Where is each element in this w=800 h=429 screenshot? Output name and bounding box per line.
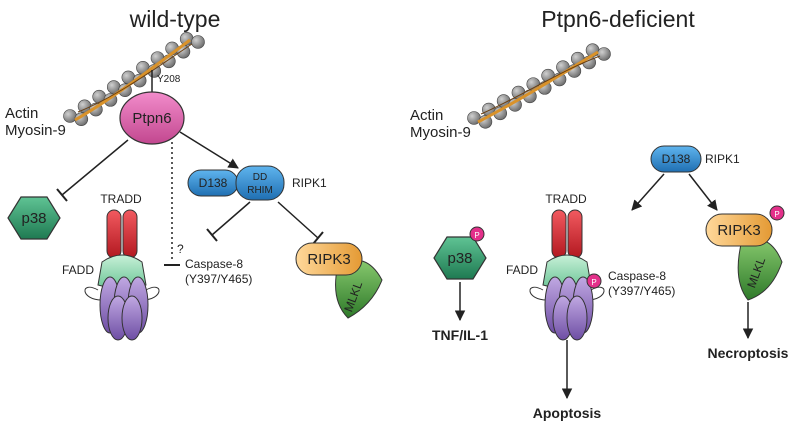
ripk3-inhibit-bar	[312, 231, 324, 245]
ptpn6-node	[119, 91, 185, 145]
ptpn6-inhibits-p38	[61, 139, 129, 196]
left-caspase8-sites: (Y397/Y465)	[185, 272, 252, 286]
left-tradd-b	[122, 209, 138, 259]
left-dd-label: DD	[253, 172, 267, 183]
left-disc-complex: TRADD FADD	[62, 192, 160, 341]
right-d138-node	[650, 145, 702, 173]
right-fadd-label: FADD	[506, 263, 538, 277]
actin-bead	[597, 47, 611, 61]
left-caspase8-label: Caspase-8	[185, 257, 243, 271]
right-ripk3-node	[705, 213, 773, 247]
left-dd-rhim-node	[235, 165, 285, 201]
right-p38-phospho	[469, 226, 485, 242]
left-rhim-label: RHIM	[247, 185, 273, 196]
right-caspase8-sites: (Y397/Y465)	[608, 284, 675, 298]
left-myosin-label: Myosin-9	[5, 122, 66, 139]
right-p38-phospho-label: P	[474, 231, 479, 240]
question-mark: ?	[177, 242, 184, 256]
left-actin-label: Actin	[5, 105, 38, 122]
left-casp-sub-5	[121, 295, 143, 341]
right-title: Ptpn6-deficient	[541, 6, 695, 32]
necroptosis-label: Necroptosis	[708, 345, 789, 361]
actin-bead	[191, 35, 205, 49]
ripk1-to-caspase-arrow	[631, 173, 665, 211]
ripk1-inhibit-ripk3	[277, 201, 319, 239]
right-disc-loop-l	[529, 286, 548, 301]
left-ripk3-label: RIPK3	[307, 251, 350, 268]
right-tradd-a	[551, 209, 567, 259]
right-actin-label: Actin	[410, 107, 443, 124]
right-tradd-b	[567, 209, 583, 259]
ripk1-to-ripk3-arrow	[688, 173, 718, 211]
left-disc-loop-l	[84, 286, 103, 301]
right-casp-sub-5	[566, 295, 588, 341]
left-p38-node	[7, 196, 61, 240]
p38-inhibit-bar	[56, 188, 68, 202]
right-tradd-label: TRADD	[545, 192, 587, 206]
left-tradd-label: TRADD	[100, 192, 142, 206]
ripk1-inhibit-caspase	[211, 201, 251, 236]
apoptosis-label: Apoptosis	[533, 405, 602, 421]
right-ripk3-phospho	[769, 205, 785, 221]
right-ripk3-label: RIPK3	[717, 222, 760, 239]
ripk1-caspase-bar	[206, 228, 218, 242]
ptpn6-to-ripk1-arrow	[179, 131, 239, 169]
right-myosin-strand	[477, 50, 599, 124]
left-myosin-strand-edge	[77, 43, 193, 113]
left-actin-filament	[63, 32, 205, 126]
right-d138-label: D138	[662, 152, 691, 166]
right-p38-label: p38	[447, 250, 472, 267]
right-myosin-strand-edge	[480, 55, 601, 115]
right-caspase-phospho	[586, 273, 602, 289]
right-disc-complex: TRADD FADD P	[506, 192, 605, 341]
left-y208-label: Y208	[157, 74, 181, 85]
left-fadd-label: FADD	[62, 263, 94, 277]
left-ripk3-node	[295, 242, 363, 276]
left-p38-label: p38	[21, 210, 46, 227]
right-actin-filament	[467, 43, 611, 129]
right-caspase8-label: Caspase-8	[608, 269, 666, 283]
right-actin-beads	[467, 43, 611, 129]
right-ripk3-phospho-label: P	[774, 210, 779, 219]
right-caspase-phospho-label: P	[591, 278, 596, 287]
ptpn6-label: Ptpn6	[132, 110, 171, 127]
left-panel: wild-type Y208 Actin Myosin-9 Ptpn6 ? p3…	[5, 6, 383, 341]
right-myosin-label: Myosin-9	[410, 124, 471, 141]
actin-bead	[63, 109, 77, 123]
tnf-il1-label: TNF/IL-1	[432, 327, 488, 343]
left-myosin-strand	[74, 38, 191, 122]
left-d138-label: D138	[199, 176, 228, 190]
right-ripk1-label: RIPK1	[705, 152, 740, 166]
left-tradd-a	[106, 209, 122, 259]
right-p38-node	[433, 236, 487, 280]
right-panel: Ptpn6-deficient Actin Myosin-9 D138 RIPK…	[410, 6, 789, 421]
left-title: wild-type	[129, 6, 221, 32]
left-ripk1-label: RIPK1	[292, 176, 327, 190]
